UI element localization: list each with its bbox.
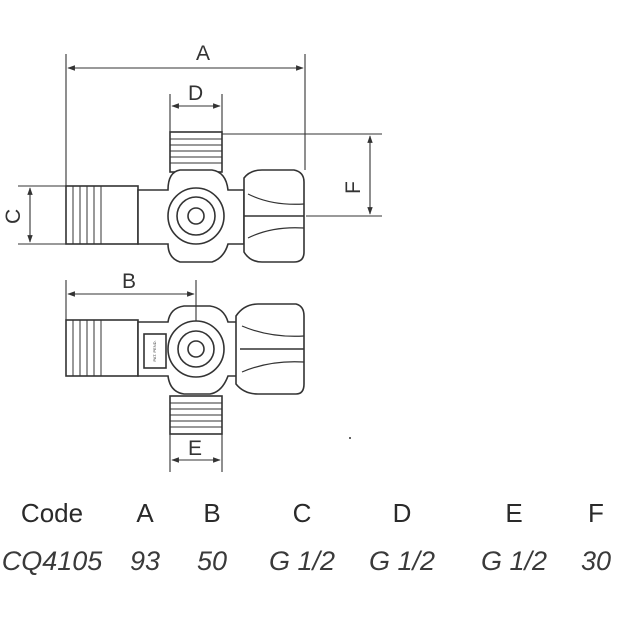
technical-drawing: PAT. PEND. A D F C B E — [2, 42, 382, 472]
top-view — [65, 131, 305, 263]
dimensions — [18, 54, 382, 472]
valve-marking: PAT. PEND. — [152, 340, 157, 361]
bottom-left-thread — [65, 319, 139, 377]
table-cell-f: 30 — [580, 546, 612, 576]
dim-label-b: B — [122, 270, 136, 293]
dim-label-c: C — [2, 209, 25, 224]
column-header-code: Code — [20, 498, 84, 528]
column-header-f: F — [588, 498, 604, 528]
dim-label-e: E — [188, 437, 202, 460]
column-header-a: A — [136, 498, 154, 528]
table-cell-b: 50 — [196, 546, 228, 576]
dimension-labels: A D F C B E — [2, 42, 365, 460]
column-header-c: C — [292, 498, 312, 528]
column-header-d: D — [392, 498, 412, 528]
column-header-e: E — [505, 498, 523, 528]
dim-label-a: A — [196, 42, 210, 65]
dim-label-d: D — [188, 82, 203, 105]
marking-plate — [143, 333, 167, 369]
top-outlet-thread — [169, 131, 223, 173]
left-inlet-thread — [65, 185, 139, 245]
table-cell-e: G 1/2 — [480, 546, 548, 576]
bottom-view — [65, 303, 305, 435]
table-cell-d: G 1/2 — [368, 546, 436, 576]
table-cell-code: CQ4105 — [1, 546, 103, 576]
table-cell-c: G 1/2 — [268, 546, 336, 576]
table-cell-a: 93 — [129, 546, 161, 576]
column-header-b: B — [203, 498, 221, 528]
dim-label-f: F — [342, 181, 365, 194]
